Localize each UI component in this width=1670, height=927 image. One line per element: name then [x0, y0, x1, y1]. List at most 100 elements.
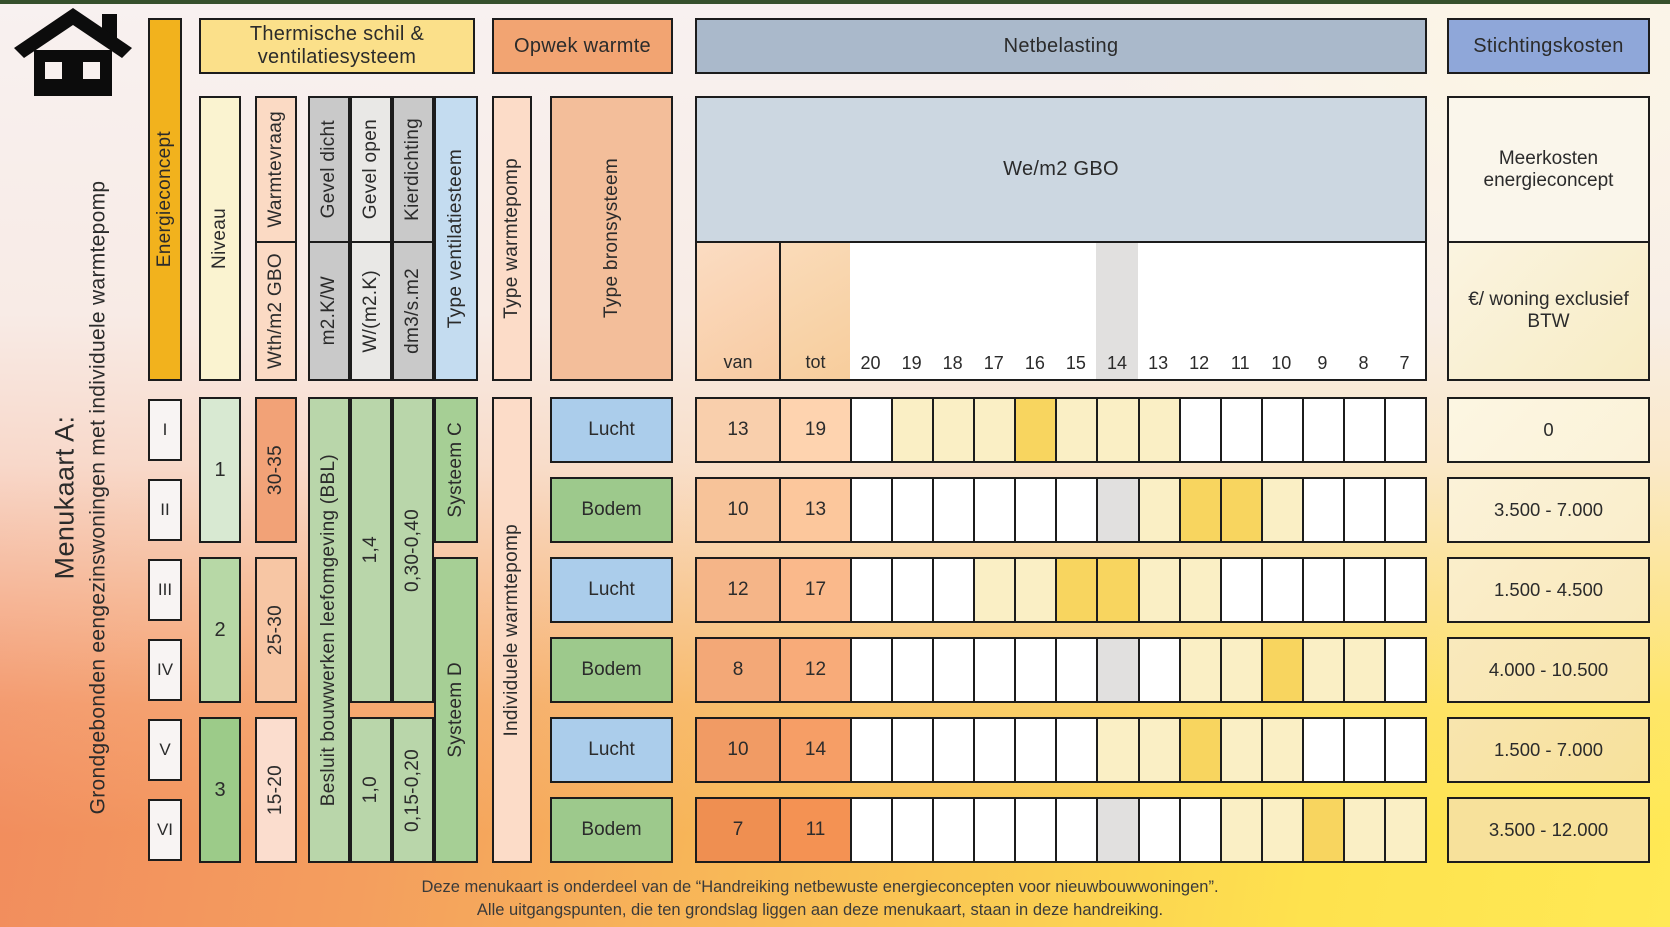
grid-cell-16 — [1014, 719, 1056, 781]
warmtevraag-label: Warmtevraag — [265, 111, 286, 228]
grid-cell-11 — [1219, 639, 1261, 701]
scale-column-16: 16 — [1014, 243, 1055, 379]
tot-cell: 17 — [779, 559, 850, 621]
grid-cell-18 — [932, 479, 974, 541]
page-title: Menukaart A: — [49, 415, 80, 580]
niveau-label: Niveau — [209, 208, 230, 269]
grid-cell-20 — [850, 639, 892, 701]
warmtevraag-value-label: 30-35 — [265, 444, 286, 496]
bronsysteem-cell: Lucht — [550, 557, 673, 623]
warmtevraag-value: 25-30 — [255, 557, 297, 703]
niveau-value: 2 — [199, 557, 241, 703]
grid-cell-8 — [1342, 399, 1385, 461]
tot-cell: 14 — [779, 719, 850, 781]
niveau-value-label: 1 — [214, 458, 226, 481]
kosten-unit-box: €/ woning exclusief BTW — [1447, 241, 1650, 381]
grid-cell-12 — [1178, 799, 1220, 861]
niveau-value-label: 2 — [214, 618, 226, 641]
grid-cell-14 — [1096, 719, 1138, 781]
grid-cell-12 — [1178, 639, 1220, 701]
grid-cell-9 — [1301, 399, 1343, 461]
scale-number: 12 — [1189, 353, 1210, 373]
grid-cell-19 — [891, 639, 933, 701]
kosten-cell: 0 — [1447, 397, 1650, 463]
scale-number: 19 — [901, 353, 922, 373]
column-energieconcept-header: Energieconcept — [148, 18, 182, 381]
ventilatie-value: Systeem D — [434, 557, 478, 863]
grid-cell-19 — [891, 719, 933, 781]
grid-cell-7 — [1384, 799, 1426, 861]
grid-cell-9 — [1301, 479, 1343, 541]
grid-cell-19 — [891, 559, 933, 621]
energieconcept-row-II: II — [148, 479, 182, 541]
scale-number: 13 — [1148, 353, 1169, 373]
netbelasting-unit-box: We/m2 GBO — [695, 96, 1427, 243]
niveau-value: 1 — [199, 397, 241, 543]
warmtevraag-value: 15-20 — [255, 717, 297, 863]
kosten-title-box: Meerkosten energieconcept — [1447, 96, 1650, 243]
column-gevel-open-unit: W/(m2.K) — [350, 241, 392, 381]
van-cell: 10 — [697, 719, 779, 781]
kosten-title-label: Meerkosten energieconcept — [1483, 147, 1614, 191]
header-stichtingskosten: Stichtingskosten — [1447, 18, 1650, 74]
grid-cell-20 — [850, 399, 892, 461]
gevel-dicht-label: Gevel dicht — [318, 120, 339, 219]
kosten-cell: 3.500 - 12.000 — [1447, 797, 1650, 863]
grid-cell-20 — [850, 799, 892, 861]
grid-cell-11 — [1219, 479, 1261, 541]
ventilatie-value-label: Systeem D — [445, 662, 466, 758]
gevel-dicht-value: Besluit bouwwerken leefomgeving (BBL) — [308, 397, 350, 863]
grid-cell-12 — [1178, 399, 1220, 461]
kosten-cell: 3.500 - 7.000 — [1447, 477, 1650, 543]
scale-number: 7 — [1399, 353, 1410, 373]
thermische-label: Thermische schil & ventilatiesysteem — [249, 23, 425, 68]
tot-header: tot — [779, 243, 850, 379]
bronsysteem-cell: Lucht — [550, 717, 673, 783]
scale-number: 18 — [942, 353, 963, 373]
scale-number: 20 — [860, 353, 881, 373]
grid-cell-10 — [1260, 639, 1302, 701]
gevel-open-value: 1,0 — [350, 717, 392, 863]
grid-cell-20 — [850, 559, 892, 621]
scale-column-7: 7 — [1384, 243, 1425, 379]
grid-cell-15 — [1055, 559, 1097, 621]
grid-cell-13 — [1137, 719, 1179, 781]
grid-cell-13 — [1137, 399, 1179, 461]
kierdichting-value-label: 0,30-0,40 — [402, 508, 423, 592]
scale-number: 16 — [1024, 353, 1045, 373]
grid-cell-11 — [1219, 559, 1261, 621]
grid-cell-16 — [1014, 399, 1056, 461]
kierdichting-value-label: 0,15-0,20 — [402, 748, 423, 832]
grid-cell-7 — [1384, 479, 1426, 541]
grid-cell-12 — [1178, 559, 1220, 621]
gevel-open-value: 1,4 — [350, 397, 392, 703]
grid-cell-14 — [1096, 639, 1138, 701]
grid-cell-18 — [932, 399, 974, 461]
scale-column-20: 20 — [850, 243, 891, 379]
house-icon — [14, 6, 132, 98]
energieconcept-row-V: V — [148, 719, 182, 781]
gevel-dicht-value-label: Besluit bouwwerken leefomgeving (BBL) — [318, 453, 339, 807]
warmtevraag-value: 30-35 — [255, 397, 297, 543]
grid-cell-20 — [850, 479, 892, 541]
grid-cell-17 — [973, 399, 1015, 461]
column-gevel-dicht-header: Gevel dicht — [308, 96, 350, 243]
header-thermische-schil: Thermische schil & ventilatiesysteem — [199, 18, 475, 74]
grid-cell-19 — [891, 399, 933, 461]
van-cell: 12 — [697, 559, 779, 621]
grid-cell-8 — [1342, 799, 1385, 861]
grid-cell-13 — [1137, 799, 1179, 861]
warmtevraag-value-label: 15-20 — [265, 764, 286, 816]
grid-cell-10 — [1260, 559, 1302, 621]
column-kierdichting-unit: dm3/s.m2 — [392, 241, 434, 381]
header-netbelasting: Netbelasting — [695, 18, 1427, 74]
van-cell: 8 — [697, 639, 779, 701]
tot-cell: 19 — [779, 399, 850, 461]
grid-cell-15 — [1055, 719, 1097, 781]
scale-column-14: 14 — [1096, 243, 1138, 379]
grid-cell-7 — [1384, 559, 1426, 621]
grid-cell-13 — [1137, 479, 1179, 541]
